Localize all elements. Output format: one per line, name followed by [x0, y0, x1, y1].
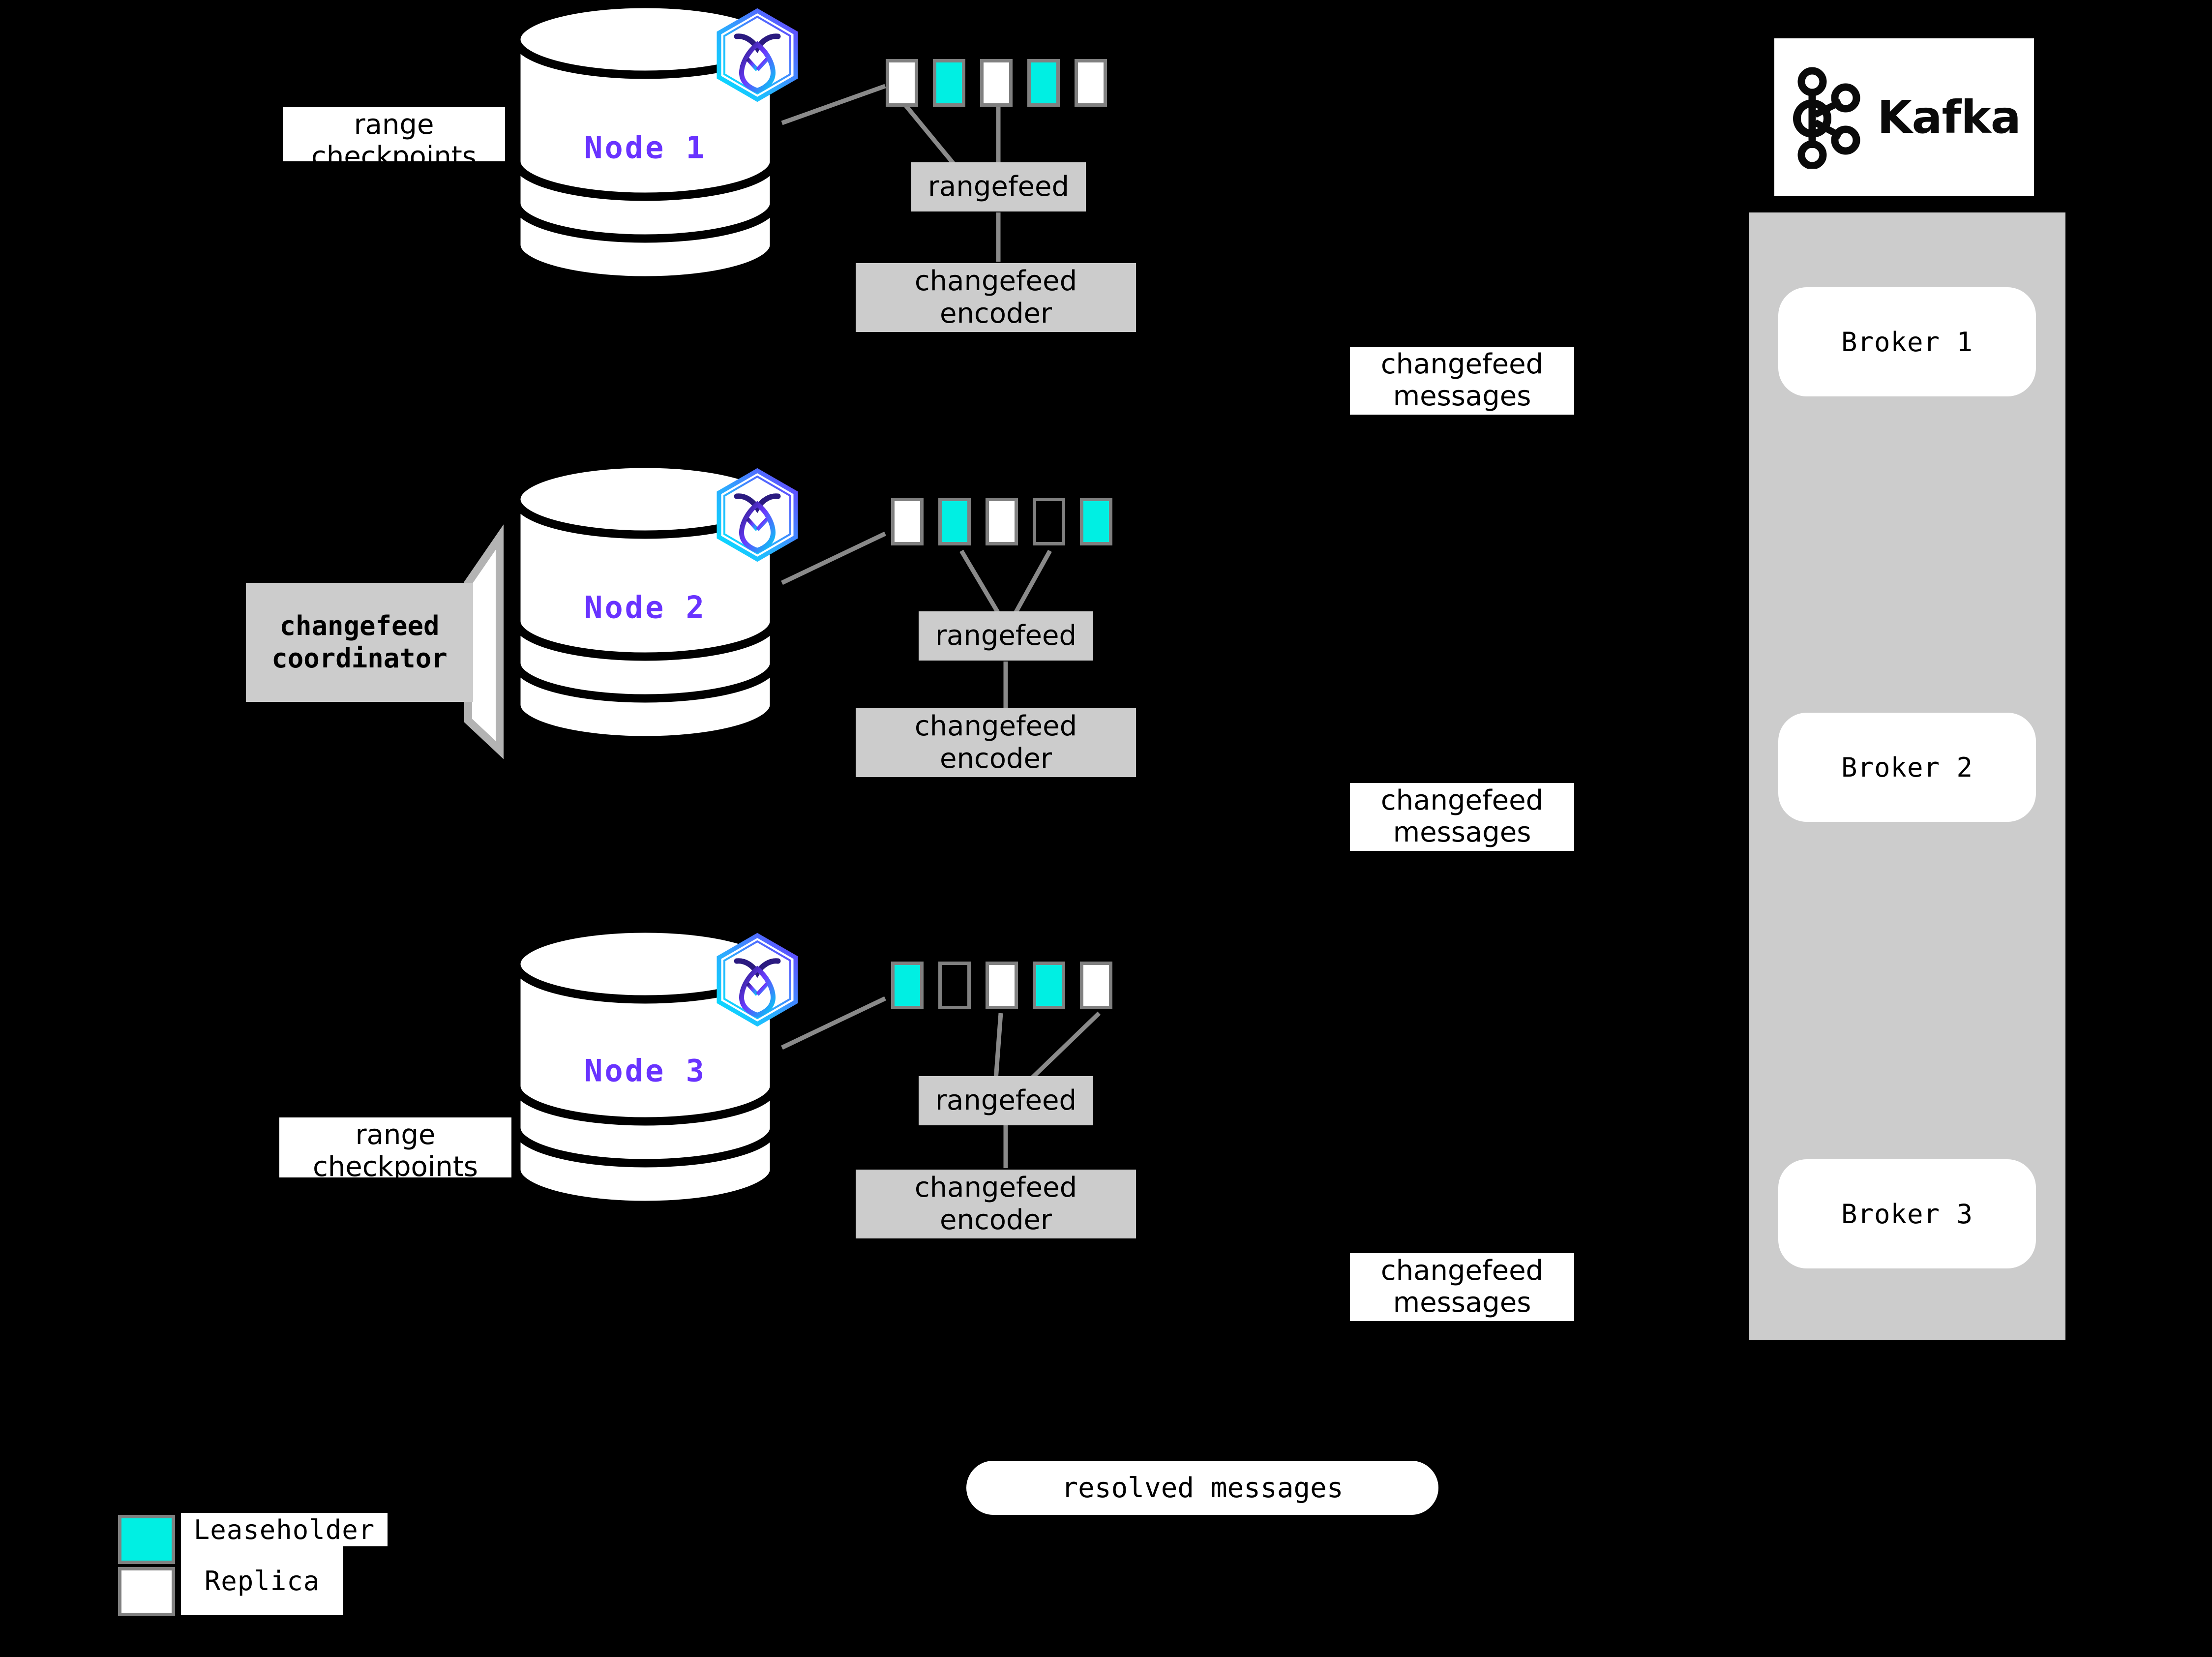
node-1-crdb-logo [719, 11, 796, 99]
node-2-range-1[interactable] [891, 498, 924, 545]
node-1-range-4[interactable] [1027, 59, 1060, 107]
node-1-range-checkpoints-line2: checkpoints [311, 140, 477, 161]
node-3-changefeed-encoder-box[interactable]: changefeed encoder [856, 1170, 1136, 1238]
node-1-rangefeed-link-a [902, 102, 958, 169]
node-1-messages-line1: changefeed [1380, 348, 1544, 380]
node-1-range-checkpoints-line1: range [354, 109, 434, 141]
node-3-rangefeed-link-b [1028, 1011, 1101, 1082]
node-2-encoder-line2: encoder [939, 743, 1052, 775]
node-3-crdb-logo [719, 935, 796, 1024]
node-1-range-3[interactable] [980, 59, 1013, 107]
legend-label-replica: Replica [181, 1546, 343, 1615]
kafka-wordmark: Kafka [1877, 90, 2021, 144]
legend-swatch-leaseholder [118, 1515, 175, 1564]
node-3-range-5[interactable] [1080, 962, 1112, 1009]
coordinator-line1: changefeed [279, 610, 440, 642]
node-3-range-checkpoints-label: range checkpoints [279, 1117, 511, 1177]
node-2-messages-line1: changefeed [1380, 784, 1544, 816]
node-1-range-2[interactable] [933, 59, 965, 107]
changefeed-coordinator-box[interactable]: changefeed coordinator [246, 583, 473, 702]
node-2-messages-line2: messages [1393, 816, 1531, 848]
node-1-changefeed-encoder-box[interactable]: changefeed encoder [856, 263, 1136, 332]
node-3-label: Node 3 [584, 1053, 706, 1089]
kafka-logo-card: Kafka [1774, 38, 2034, 196]
node-3-rangefeed-box[interactable]: rangefeed [919, 1076, 1093, 1125]
node-3-range-2[interactable] [938, 962, 971, 1009]
broker-3[interactable]: Broker 3 [1778, 1159, 2036, 1268]
node-3-range-3[interactable] [986, 962, 1018, 1009]
node-1-encoder-line2: encoder [939, 298, 1052, 330]
node-3-range-checkpoints-line1: range [355, 1119, 436, 1151]
node-1-range-5[interactable] [1075, 59, 1107, 107]
node-2-range-link [781, 531, 886, 585]
node-2-changefeed-encoder-box[interactable]: changefeed encoder [856, 708, 1136, 777]
node-3-range-checkpoints-line2: checkpoints [313, 1150, 478, 1177]
node-3-encoder-line2: encoder [939, 1204, 1052, 1236]
node-2-range-3[interactable] [986, 498, 1018, 545]
node-3-encoder-line1: changefeed [914, 1171, 1077, 1204]
node-1-changefeed-messages-label: changefeed messages [1350, 347, 1574, 415]
node-3-range-1[interactable] [891, 962, 924, 1009]
node-1-range-link [781, 84, 886, 125]
node-2-crdb-logo [719, 471, 796, 559]
node-1-messages-line2: messages [1393, 380, 1531, 412]
node-3-range-link [781, 996, 886, 1050]
resolved-messages-pill[interactable]: resolved messages [966, 1461, 1438, 1515]
node-1-range-1[interactable] [886, 59, 918, 107]
legend-label-leaseholder: Leaseholder [181, 1513, 388, 1546]
node-3-messages-line1: changefeed [1380, 1255, 1544, 1287]
broker-1[interactable]: Broker 1 [1778, 287, 2036, 396]
node-1-rangefeed-box[interactable]: rangefeed [911, 162, 1086, 211]
kafka-cluster-container: Broker 1 Broker 2 Broker 3 [1749, 212, 2065, 1340]
kafka-logo [1793, 67, 1860, 169]
node-3-changefeed-messages-label: changefeed messages [1350, 1253, 1574, 1321]
node-3-rangefeed-link-a [993, 1013, 1003, 1080]
node-3-range-4[interactable] [1033, 962, 1065, 1009]
node-1-label: Node 1 [584, 129, 706, 166]
node-2-encoder-line1: changefeed [914, 710, 1077, 742]
legend-swatch-replica [118, 1567, 175, 1616]
node-2-changefeed-messages-label: changefeed messages [1350, 783, 1574, 851]
node-2-rangefeed-box[interactable]: rangefeed [919, 611, 1093, 661]
node-2-label: Node 2 [584, 589, 706, 626]
node-2-rangefeed-link-b [1011, 549, 1052, 619]
node-2-rangefeed-link-a [959, 549, 1003, 619]
node-3-messages-line2: messages [1393, 1286, 1531, 1319]
node-2-range-2[interactable] [938, 498, 971, 545]
node-2-range-5[interactable] [1080, 498, 1112, 545]
broker-2[interactable]: Broker 2 [1778, 713, 2036, 822]
node-2-range-4[interactable] [1033, 498, 1065, 545]
coordinator-line2: coordinator [271, 643, 448, 674]
node-1-range-checkpoints-label: range checkpoints [283, 107, 505, 161]
node-1-encoder-line1: changefeed [914, 265, 1077, 297]
